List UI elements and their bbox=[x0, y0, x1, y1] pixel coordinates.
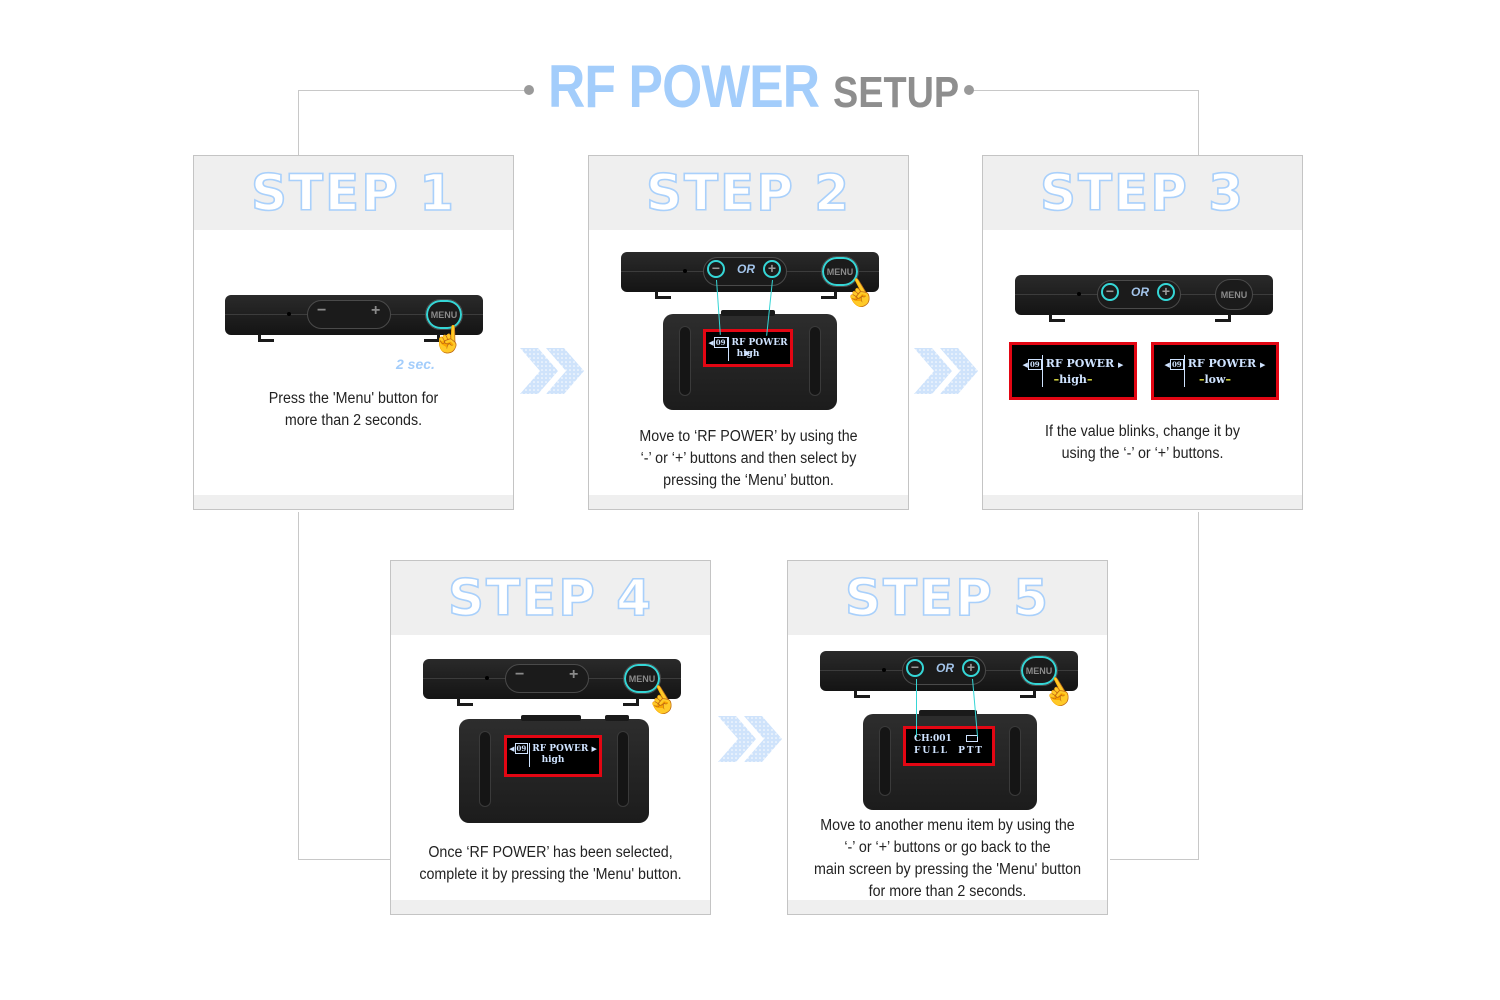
step-header: STEP 2 bbox=[589, 156, 908, 230]
step-header: STEP 1 bbox=[194, 156, 513, 230]
blinking-value: –high– bbox=[1053, 373, 1093, 386]
minus-icon[interactable]: − bbox=[906, 659, 924, 677]
mic-hole bbox=[1077, 292, 1081, 296]
mic-hole bbox=[683, 269, 687, 273]
step-label: STEP 5 bbox=[844, 568, 1051, 628]
step-label: STEP 1 bbox=[250, 163, 457, 223]
connector-line bbox=[968, 90, 1199, 91]
transmitter-unit: − + MENU bbox=[225, 295, 483, 335]
title-dot bbox=[964, 85, 974, 95]
title-sub: SETUP bbox=[833, 68, 960, 117]
step-description: Once ‘RF POWER’ has been selected, compl… bbox=[419, 844, 682, 883]
connector-line bbox=[298, 90, 530, 91]
connector-line bbox=[298, 90, 299, 156]
title-dot bbox=[524, 85, 534, 95]
transmitter-unit: − OR + MENU bbox=[621, 252, 879, 292]
menu-button[interactable]: MENU bbox=[1215, 279, 1253, 310]
plus-icon[interactable]: + bbox=[1157, 283, 1175, 301]
double-chevron-right-icon bbox=[914, 348, 978, 394]
step-label: STEP 4 bbox=[447, 568, 654, 628]
connector-line bbox=[1110, 859, 1199, 860]
mic-hole bbox=[485, 676, 489, 680]
minus-icon[interactable]: − bbox=[707, 260, 725, 278]
double-chevron-right-icon bbox=[718, 716, 782, 762]
step-description: If the value blinks, change it by using … bbox=[1044, 423, 1241, 462]
or-label: OR bbox=[1131, 285, 1149, 299]
menu-button[interactable]: MENU bbox=[1020, 655, 1058, 686]
volume-rocker[interactable] bbox=[505, 664, 589, 693]
minus-icon[interactable]: − bbox=[515, 666, 525, 683]
step-header: STEP 3 bbox=[983, 156, 1302, 230]
step-1-card: STEP 1 − + MENU ☝ 2 sec. Press the 'Menu… bbox=[193, 155, 514, 510]
step-label: STEP 3 bbox=[1039, 163, 1246, 223]
menu-button[interactable]: MENU bbox=[821, 256, 859, 287]
step-description: Press the 'Menu' button for more than 2 … bbox=[268, 390, 439, 429]
or-label: OR bbox=[737, 262, 755, 276]
plus-icon[interactable]: + bbox=[763, 260, 781, 278]
volume-rocker[interactable] bbox=[307, 300, 391, 329]
hold-time-label: 2 sec. bbox=[396, 356, 435, 372]
menu-button[interactable]: MENU bbox=[425, 299, 463, 330]
connector-line bbox=[1198, 90, 1199, 156]
step-header: STEP 4 bbox=[391, 561, 710, 635]
connector-line bbox=[1198, 512, 1199, 860]
mic-hole bbox=[287, 312, 291, 316]
blinking-value: –low– bbox=[1199, 373, 1231, 386]
page-title: RF POWER SETUP bbox=[548, 52, 980, 122]
minus-icon[interactable]: − bbox=[317, 302, 327, 319]
step-description: Move to another menu item by using the ‘… bbox=[813, 817, 1082, 900]
connector-line bbox=[298, 512, 299, 860]
transmitter-unit: − OR + MENU bbox=[1015, 275, 1273, 315]
step-label: STEP 2 bbox=[645, 163, 852, 223]
title-main: RF POWER bbox=[548, 53, 820, 120]
transmitter-unit: − OR + MENU bbox=[820, 651, 1078, 691]
plus-icon[interactable]: + bbox=[962, 659, 980, 677]
battery-icon bbox=[966, 735, 978, 742]
pointing-hand-icon: ☝ bbox=[432, 324, 465, 354]
step-description: Move to ‘RF POWER’ by using the ‘-’ or ‘… bbox=[639, 428, 858, 489]
menu-button[interactable]: MENU bbox=[623, 663, 661, 694]
mic-hole bbox=[882, 668, 886, 672]
plus-icon[interactable]: + bbox=[569, 666, 579, 683]
transmitter-unit: − + MENU bbox=[423, 659, 681, 699]
double-chevron-right-icon bbox=[520, 348, 584, 394]
or-label: OR bbox=[936, 661, 954, 675]
connector-line bbox=[298, 859, 390, 860]
minus-icon[interactable]: − bbox=[1101, 283, 1119, 301]
step-header: STEP 5 bbox=[788, 561, 1107, 635]
plus-icon[interactable]: + bbox=[371, 302, 381, 319]
